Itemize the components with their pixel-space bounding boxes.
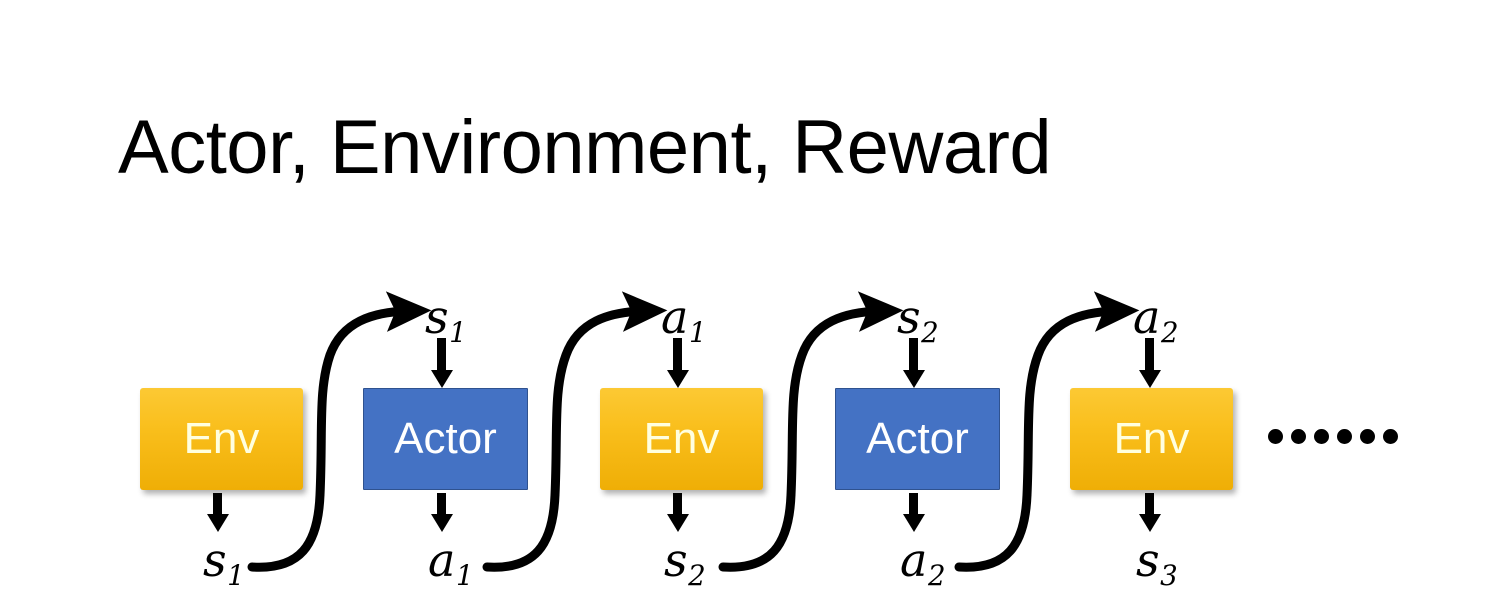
ellipsis-dot <box>1337 429 1352 444</box>
down-arrow-into-box-2 <box>673 338 682 371</box>
down-arrow-out-of-box-4 <box>909 493 918 515</box>
node-actor2: Actor <box>835 388 1000 490</box>
top_labels-label-s1: s1 <box>425 294 467 346</box>
label-subscript: 2 <box>1160 315 1179 349</box>
bottom_labels-label-s3: s3 <box>1136 537 1178 589</box>
bottom_labels-label-a1: a1 <box>428 537 474 589</box>
label-base: s <box>897 290 921 344</box>
label-subscript: 2 <box>921 315 939 349</box>
down-arrow-out-of-box-2 <box>437 493 446 515</box>
label-base: s <box>203 533 227 587</box>
label-subscript: 2 <box>688 558 706 592</box>
node-actor1: Actor <box>363 388 528 490</box>
label-subscript: 1 <box>455 558 474 592</box>
down-arrow-out-of-box-5 <box>1145 493 1154 515</box>
label-base: s <box>425 290 449 344</box>
node-env1: Env <box>140 388 303 490</box>
node-label: Env <box>643 414 720 463</box>
top_labels-label-a2: a2 <box>1133 294 1179 346</box>
down-arrow-into-box-1 <box>437 338 446 371</box>
ellipsis-dot <box>1268 429 1283 444</box>
bottom_labels-label-s1: s1 <box>203 537 245 589</box>
top_labels-label-a1: a1 <box>661 294 707 346</box>
down-arrow-out-of-box-1 <box>213 493 222 515</box>
down-arrow-out-of-box-3 <box>673 493 682 515</box>
node-env2: Env <box>600 388 763 490</box>
node-env3: Env <box>1070 388 1233 490</box>
label-subscript: 1 <box>688 315 707 349</box>
ellipsis-continuation <box>1268 429 1398 444</box>
bottom_labels-label-a2: a2 <box>900 537 946 589</box>
label-base: a <box>1133 290 1161 344</box>
label-base: a <box>428 533 456 587</box>
ellipsis-dot <box>1360 429 1375 444</box>
ellipsis-dot <box>1314 429 1329 444</box>
top_labels-label-s2: s2 <box>897 294 939 346</box>
label-subscript: 1 <box>227 558 245 592</box>
ellipsis-dot <box>1291 429 1306 444</box>
node-label: Env <box>1113 414 1190 463</box>
label-subscript: 3 <box>1160 558 1178 592</box>
label-base: s <box>664 533 688 587</box>
label-base: a <box>900 533 928 587</box>
node-label: Env <box>183 414 260 463</box>
label-subscript: 2 <box>927 558 946 592</box>
label-base: a <box>661 290 689 344</box>
page-title: Actor, Environment, Reward <box>118 105 1052 190</box>
ellipsis-dot <box>1383 429 1398 444</box>
node-label: Actor <box>866 414 969 463</box>
label-subscript: 1 <box>449 315 467 349</box>
bottom_labels-label-s2: s2 <box>664 537 706 589</box>
down-arrow-into-box-3 <box>909 338 918 371</box>
down-arrow-into-box-4 <box>1145 338 1154 371</box>
node-label: Actor <box>394 414 497 463</box>
label-base: s <box>1136 533 1160 587</box>
